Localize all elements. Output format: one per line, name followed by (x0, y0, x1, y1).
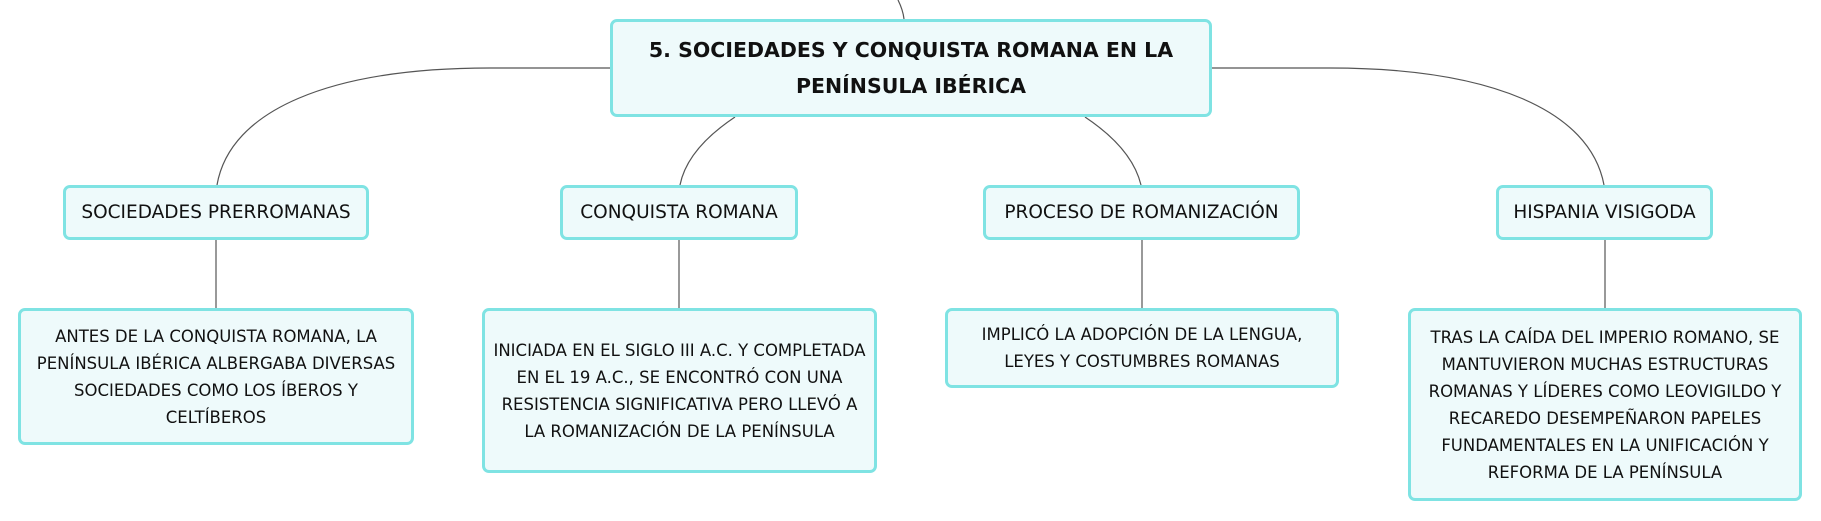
topic-label: SOCIEDADES PRERROMANAS (81, 202, 351, 223)
topic-conquista-romana[interactable]: CONQUISTA ROMANA (560, 185, 798, 240)
detail-text: INICIADA EN EL SIGLO III A.C. Y COMPLETA… (493, 340, 866, 441)
topic-label: PROCESO DE ROMANIZACIÓN (1004, 202, 1279, 223)
topic-label: HISPANIA VISIGODA (1513, 202, 1696, 223)
topic-hispania-visigoda[interactable]: HISPANIA VISIGODA (1496, 185, 1713, 240)
detail-text: IMPLICÓ LA ADOPCIÓN DE LA LENGUA, LEYES … (981, 325, 1303, 371)
central-topic[interactable]: 5. SOCIEDADES Y CONQUISTA ROMANA EN LA P… (610, 19, 1212, 117)
detail-text: TRAS LA CAÍDA DEL IMPERIO ROMANO, SE MAN… (1428, 327, 1782, 482)
connector-central-to-proceso-romanizacion (1084, 116, 1142, 186)
topic-label: CONQUISTA ROMANA (580, 202, 778, 223)
detail-sociedades-prerromanas[interactable]: ANTES DE LA CONQUISTA ROMANA, LA PENÍNSU… (18, 308, 414, 445)
topic-proceso-romanizacion[interactable]: PROCESO DE ROMANIZACIÓN (983, 185, 1300, 240)
detail-text: ANTES DE LA CONQUISTA ROMANA, LA PENÍNSU… (36, 326, 396, 427)
connector-central-to-conquista-romana (679, 116, 736, 186)
detail-conquista-romana[interactable]: INICIADA EN EL SIGLO III A.C. Y COMPLETA… (482, 308, 877, 473)
topic-sociedades-prerromanas[interactable]: SOCIEDADES PRERROMANAS (63, 185, 369, 240)
connector-central-to-sociedades-prerromanas (216, 67, 610, 186)
connector-to-parent-topic (897, 0, 905, 20)
detail-proceso-romanizacion[interactable]: IMPLICÓ LA ADOPCIÓN DE LA LENGUA, LEYES … (945, 308, 1339, 388)
central-topic-label: 5. SOCIEDADES Y CONQUISTA ROMANA EN LA P… (648, 38, 1174, 98)
detail-hispania-visigoda[interactable]: TRAS LA CAÍDA DEL IMPERIO ROMANO, SE MAN… (1408, 308, 1802, 501)
connector-central-to-hispania-visigoda (1212, 67, 1605, 186)
